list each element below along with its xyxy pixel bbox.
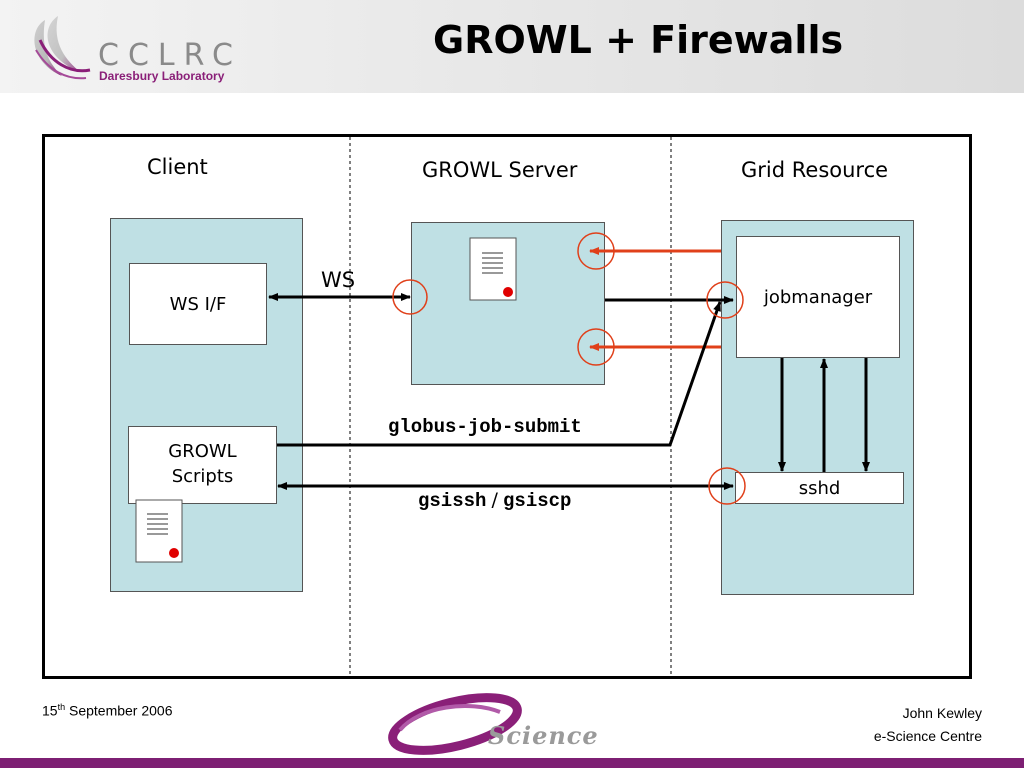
firewall-port-icon: [577, 232, 615, 270]
ws-if-box: WS I/F: [129, 263, 267, 345]
diagram-frame: [42, 134, 972, 679]
growl-scripts-label-line1: GROWL: [168, 441, 237, 462]
footer-author: John Kewley: [902, 705, 982, 721]
date-day: 15: [42, 702, 58, 719]
gsissh-gsiscp-label: gsissh / gsiscp: [418, 489, 571, 512]
footer-credits: John Kewley e-Science Centre: [874, 702, 982, 748]
footer-date: 15th September 2006: [42, 702, 173, 719]
column-label-server: GROWL Server: [422, 158, 578, 182]
gsiscp-label: gsiscp: [503, 490, 572, 512]
sshd-box: sshd: [735, 472, 904, 504]
cclrc-swirl-icon: [34, 16, 91, 80]
logo-subtitle: Daresbury Laboratory: [99, 69, 225, 83]
column-label-resource: Grid Resource: [741, 158, 889, 182]
firewall-port-icon: [706, 281, 744, 319]
escience-logo-text: Science: [488, 721, 599, 750]
globus-job-submit-arrow: [277, 301, 722, 447]
logo-text: CCLRC: [98, 38, 242, 73]
gsissh-label: gsissh: [418, 490, 487, 512]
column-label-client: Client: [147, 155, 208, 179]
growl-scripts-label-line2: Scripts: [171, 466, 234, 487]
jobmanager-box: jobmanager: [736, 236, 900, 358]
document-icon: [469, 237, 517, 301]
page-title: GROWL + Firewalls: [433, 18, 844, 62]
footer-organisation: e-Science Centre: [873, 728, 982, 744]
firewall-port-icon: [577, 328, 615, 366]
firewall-port-icon: [708, 467, 746, 505]
label-separator: /: [491, 489, 498, 511]
firewall-port-icon: [392, 279, 428, 315]
date-rest: September 2006: [65, 702, 173, 719]
globus-job-submit-label: globus-job-submit: [388, 416, 582, 438]
bottom-bar: [0, 758, 1024, 768]
jobmanager-label: jobmanager: [763, 287, 873, 308]
growl-scripts-box: GROWL Scripts: [128, 426, 277, 504]
date-suffix: th: [57, 702, 66, 712]
ws-label: WS: [321, 268, 356, 292]
header-band: CCLRC Daresbury Laboratory GROWL + Firew…: [0, 0, 1024, 93]
document-icon: [135, 499, 183, 563]
ws-if-label: WS I/F: [169, 293, 227, 315]
sshd-label: sshd: [798, 477, 841, 499]
